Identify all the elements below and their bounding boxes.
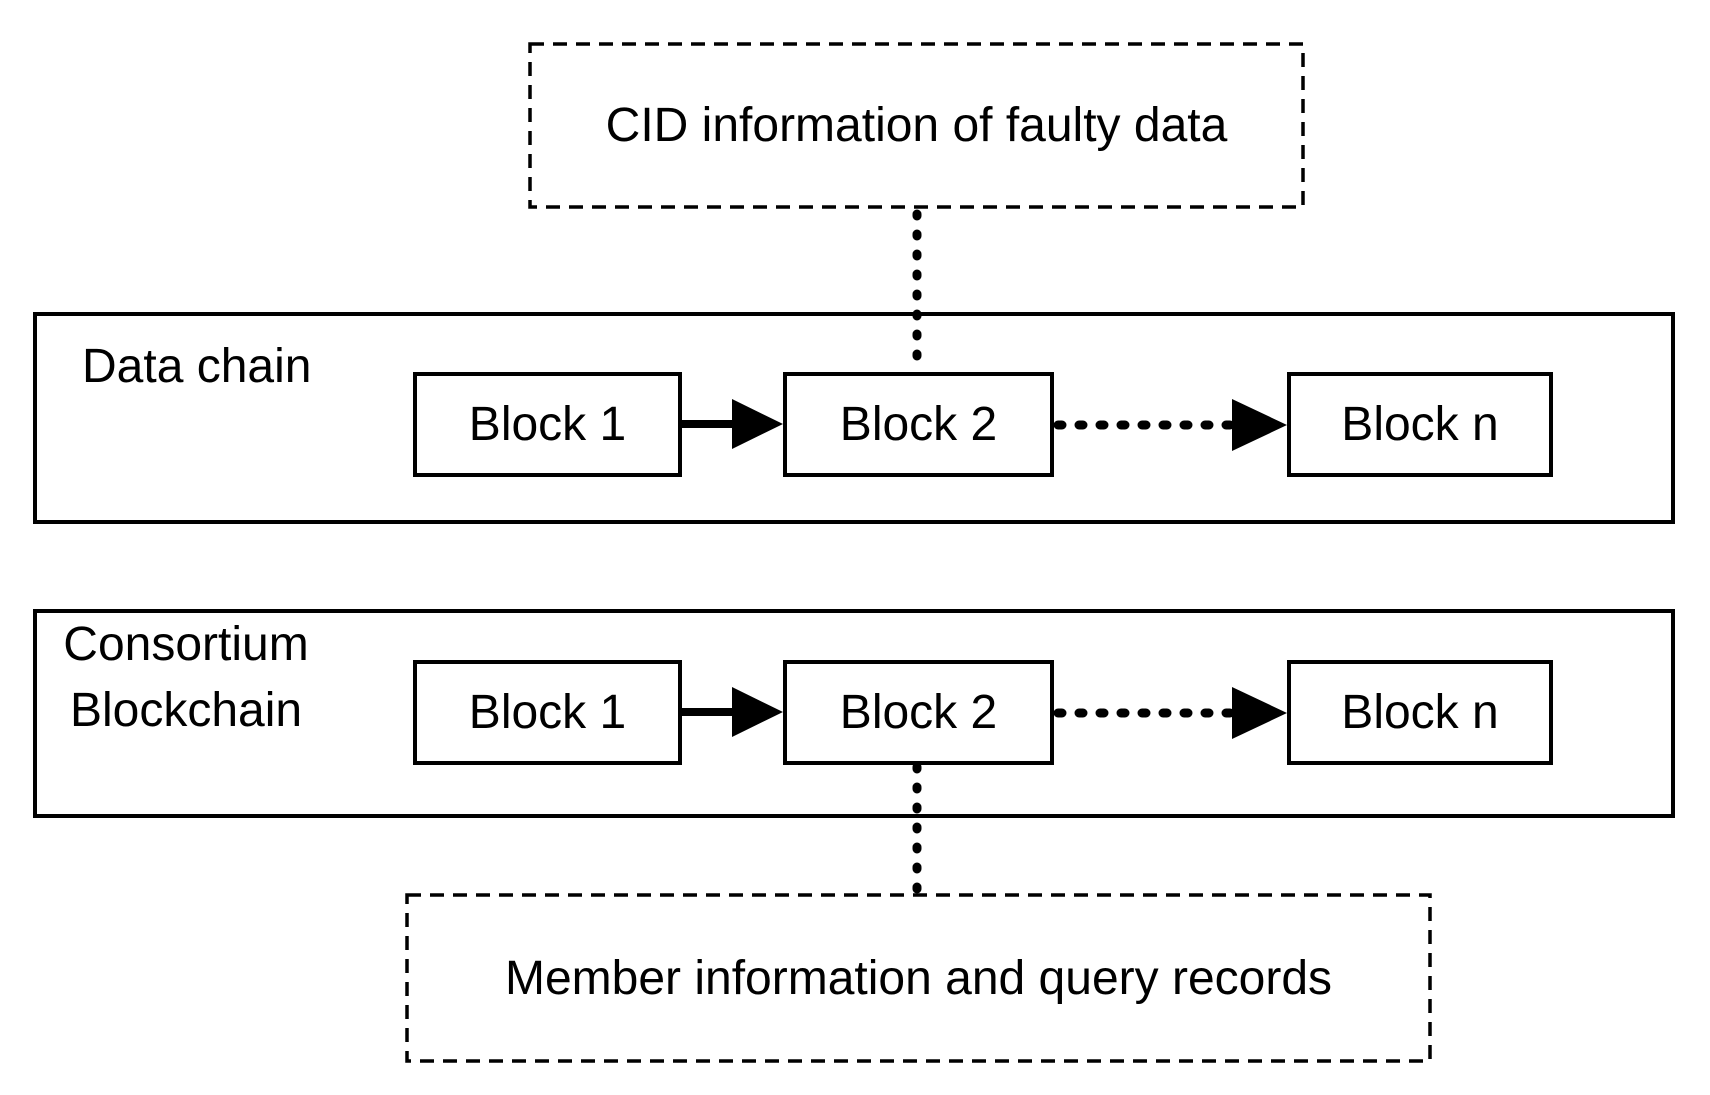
consortium-solid-arrow bbox=[682, 687, 783, 737]
consortium-container bbox=[33, 609, 1675, 818]
consortium-dotted-arrow bbox=[1053, 687, 1287, 739]
consortium-label-line1: Consortium bbox=[63, 618, 309, 671]
data-chain-block-n: Block n bbox=[1287, 372, 1553, 477]
member-note-border bbox=[405, 893, 1432, 1063]
block-label: Block n bbox=[1341, 398, 1499, 451]
consortium-block-2: Block 2 bbox=[783, 660, 1054, 765]
member-note-label: Member information and query records bbox=[504, 951, 1333, 1005]
cid-to-block2-connector bbox=[912, 209, 922, 377]
data-chain-solid-arrow bbox=[682, 399, 783, 449]
block-label: Block 1 bbox=[468, 398, 627, 451]
consortium-label-line2: Blockchain bbox=[69, 684, 303, 737]
cid-note-box: CID information of faulty data bbox=[528, 42, 1305, 209]
cid-note-label: CID information of faulty data bbox=[605, 99, 1228, 152]
consortium-block-n: Block n bbox=[1287, 660, 1553, 765]
consortium-label: Consortium Blockchain bbox=[30, 612, 342, 744]
data-chain-container bbox=[33, 312, 1675, 524]
data-chain-block-2: Block 2 bbox=[783, 372, 1054, 477]
data-chain-label: Data chain bbox=[82, 340, 312, 393]
cid-note-border bbox=[528, 42, 1305, 209]
member-note-box: Member information and query records bbox=[405, 893, 1432, 1063]
data-chain-dotted-arrow bbox=[1053, 399, 1287, 451]
block-label: Block 2 bbox=[839, 686, 998, 739]
block2-to-member-connector bbox=[912, 762, 922, 898]
block-label: Block 1 bbox=[468, 686, 627, 739]
consortium-block-1: Block 1 bbox=[413, 660, 682, 765]
block-label: Block 2 bbox=[839, 398, 998, 451]
data-chain-block-1: Block 1 bbox=[413, 372, 682, 477]
block-label: Block n bbox=[1341, 686, 1499, 739]
